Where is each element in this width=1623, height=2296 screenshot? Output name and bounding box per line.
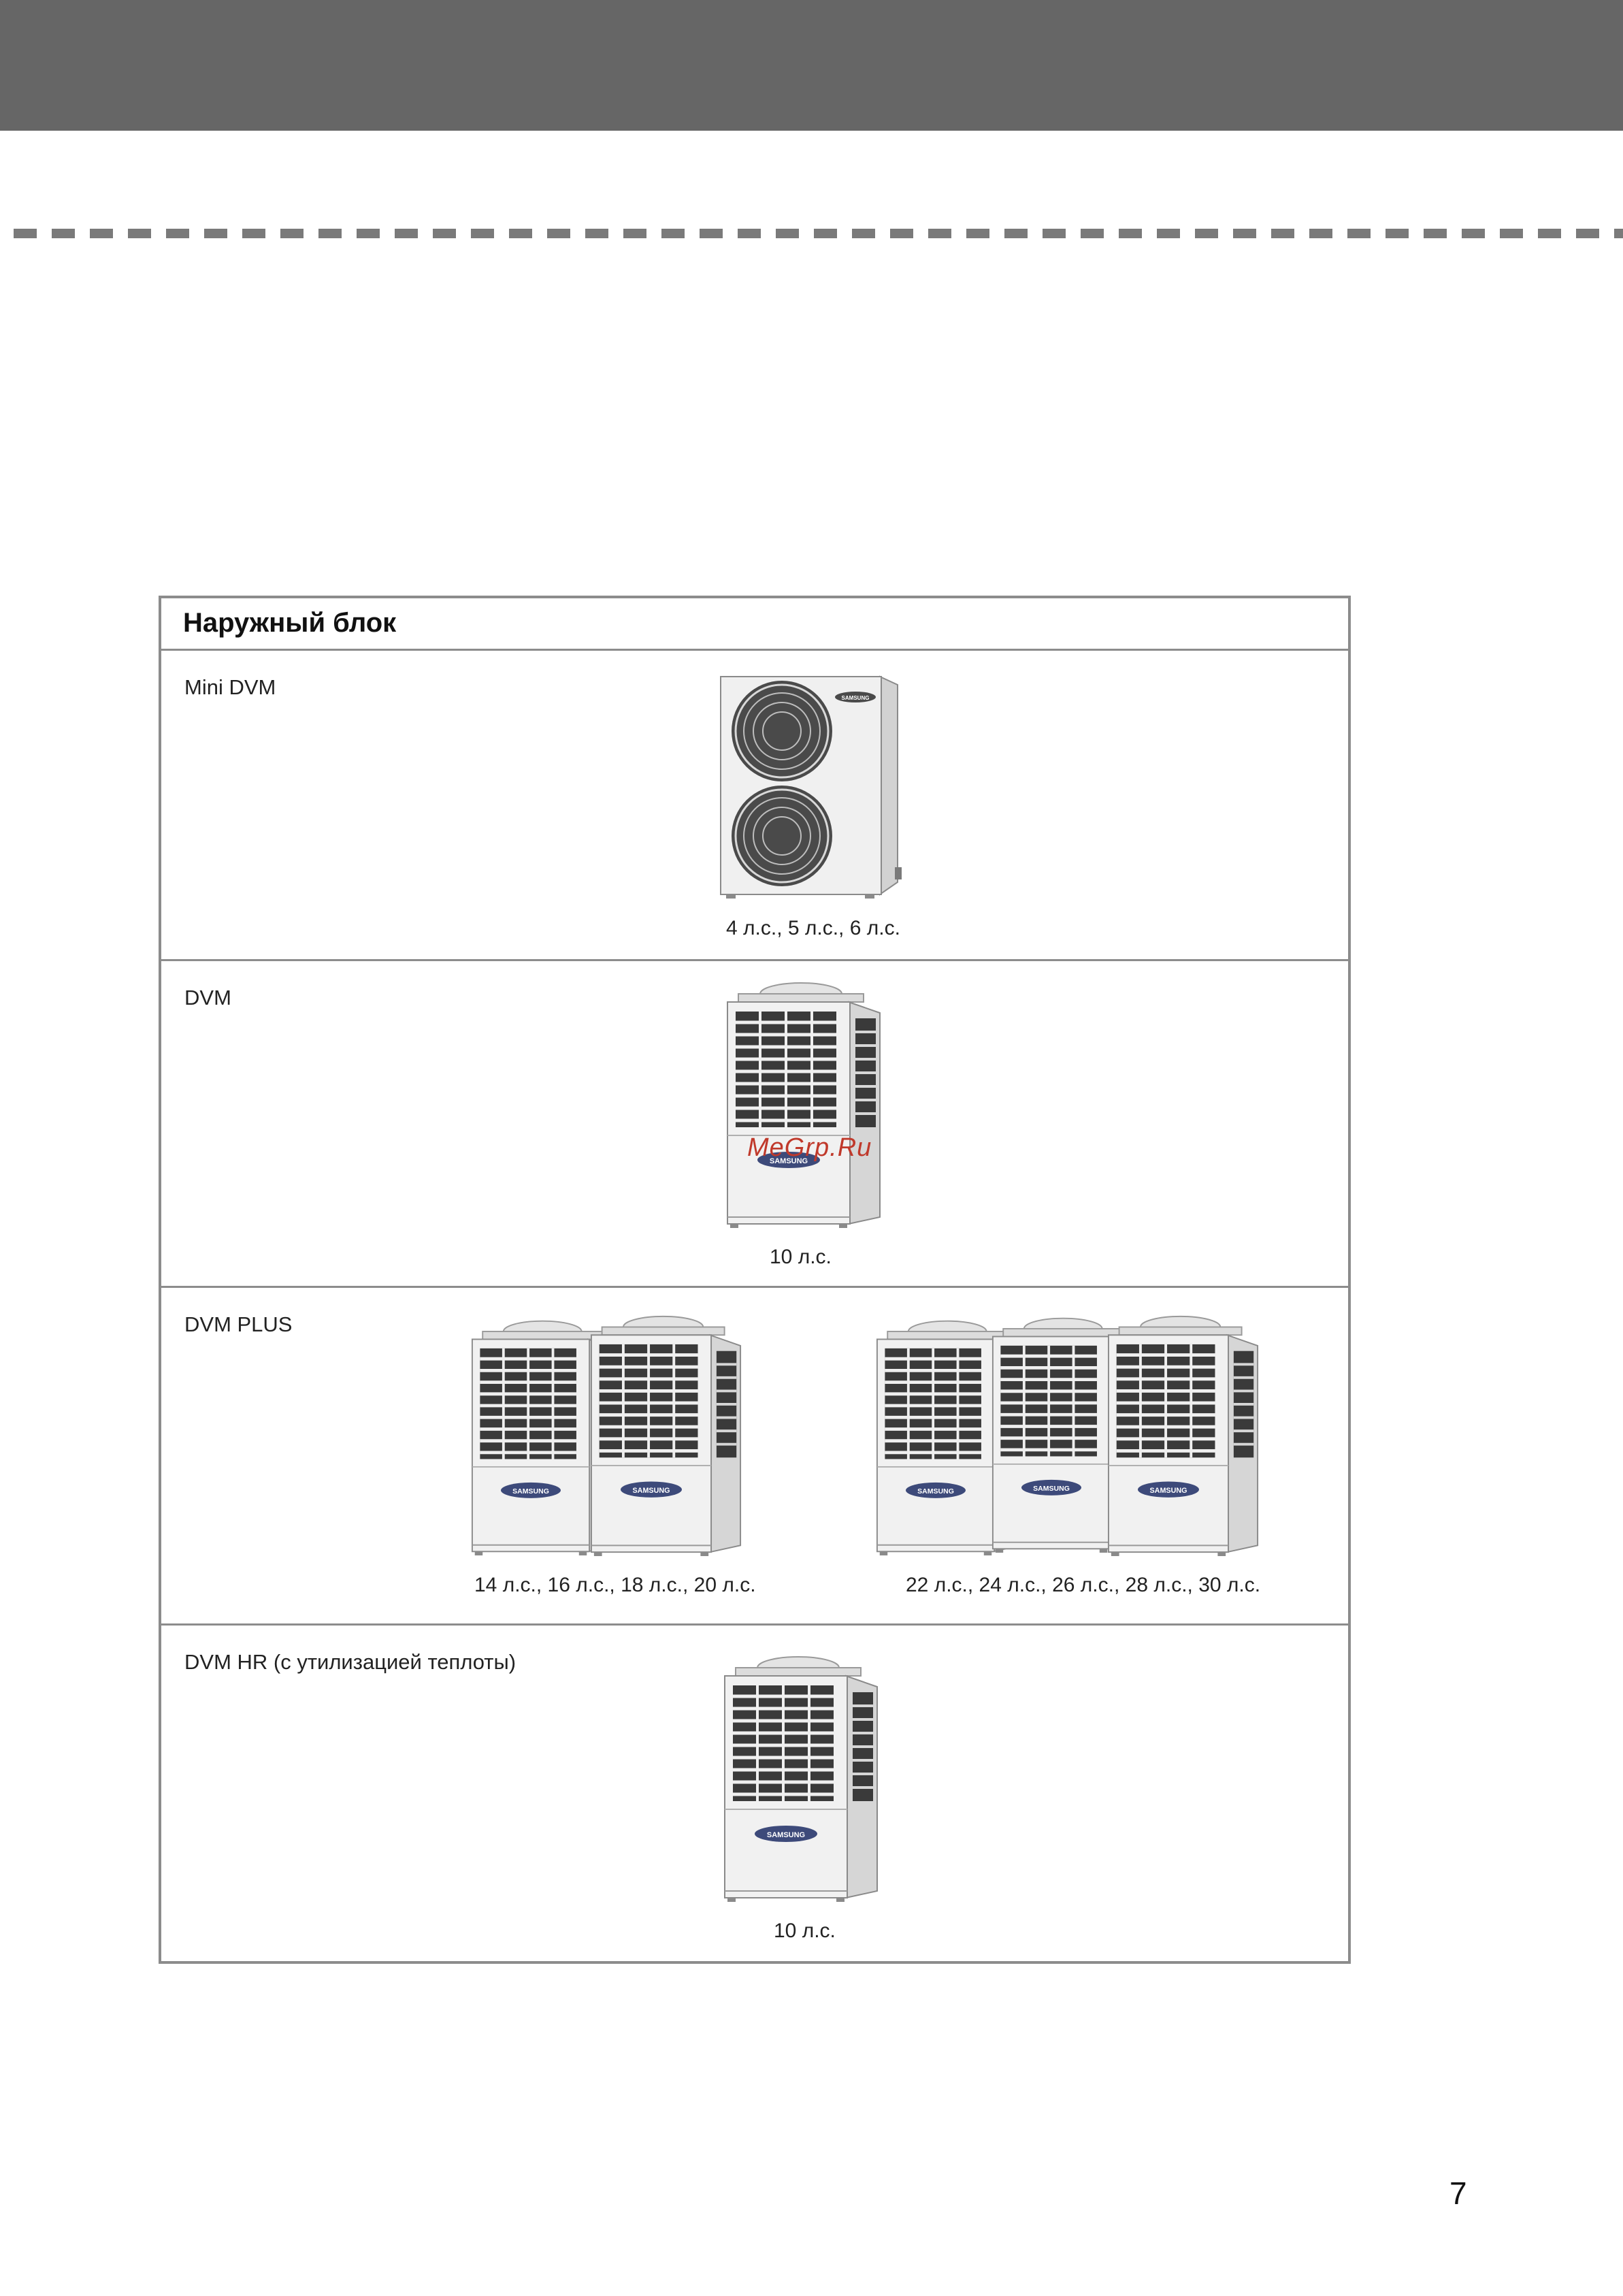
caption-dvm-plus-3: 22 л.с., 24 л.с., 26 л.с., 28 л.с., 30 л… [906, 1574, 1260, 1597]
mini-dvm-unit-image [719, 670, 903, 901]
caption-dvm-plus-2: 14 л.с., 16 л.с., 18 л.с., 20 л.с. [474, 1574, 756, 1597]
header-band [0, 0, 1623, 131]
dvm-hr-unit-image [723, 1651, 880, 1903]
watermark: MeGrp.Ru [747, 1133, 872, 1163]
table-row-mini-dvm: Mini DVM 4 л.с., 5 л.с., 6 л.с. [161, 649, 1348, 959]
caption-dvm-hr: 10 л.с. [774, 1920, 836, 1943]
table-row-dvm-plus: DVM PLUS 14 л.с., 16 л.с., 18 л.с., 20 л… [161, 1286, 1348, 1623]
row-label-mini-dvm: Mini DVM [184, 675, 276, 700]
caption-mini-dvm: 4 л.с., 5 л.с., 6 л.с. [726, 917, 900, 940]
table-header: Наружный блок [161, 598, 1348, 649]
outdoor-units-table: Наружный блок Mini DVM 4 л.с., 5 л.с., 6… [159, 596, 1351, 1964]
table-title: Наружный блок [183, 608, 396, 638]
table-row-dvm-hr: DVM HR (с утилизацией теплоты) 10 л.с. [161, 1623, 1348, 1967]
dvm-plus-unit-image [1107, 1308, 1260, 1560]
caption-dvm: 10 л.с. [770, 1246, 832, 1269]
dvm-plus-unit-image [590, 1308, 743, 1560]
row-label-dvm: DVM [184, 986, 231, 1010]
row-label-dvm-hr: DVM HR (с утилизацией теплоты) [184, 1650, 516, 1675]
row-label-dvm-plus: DVM PLUS [184, 1312, 292, 1337]
dashed-divider [14, 229, 1623, 238]
page-number: 7 [1449, 2175, 1467, 2212]
dvm-unit-image [726, 977, 883, 1229]
table-row-dvm: DVM 10 л.с. [161, 959, 1348, 1286]
